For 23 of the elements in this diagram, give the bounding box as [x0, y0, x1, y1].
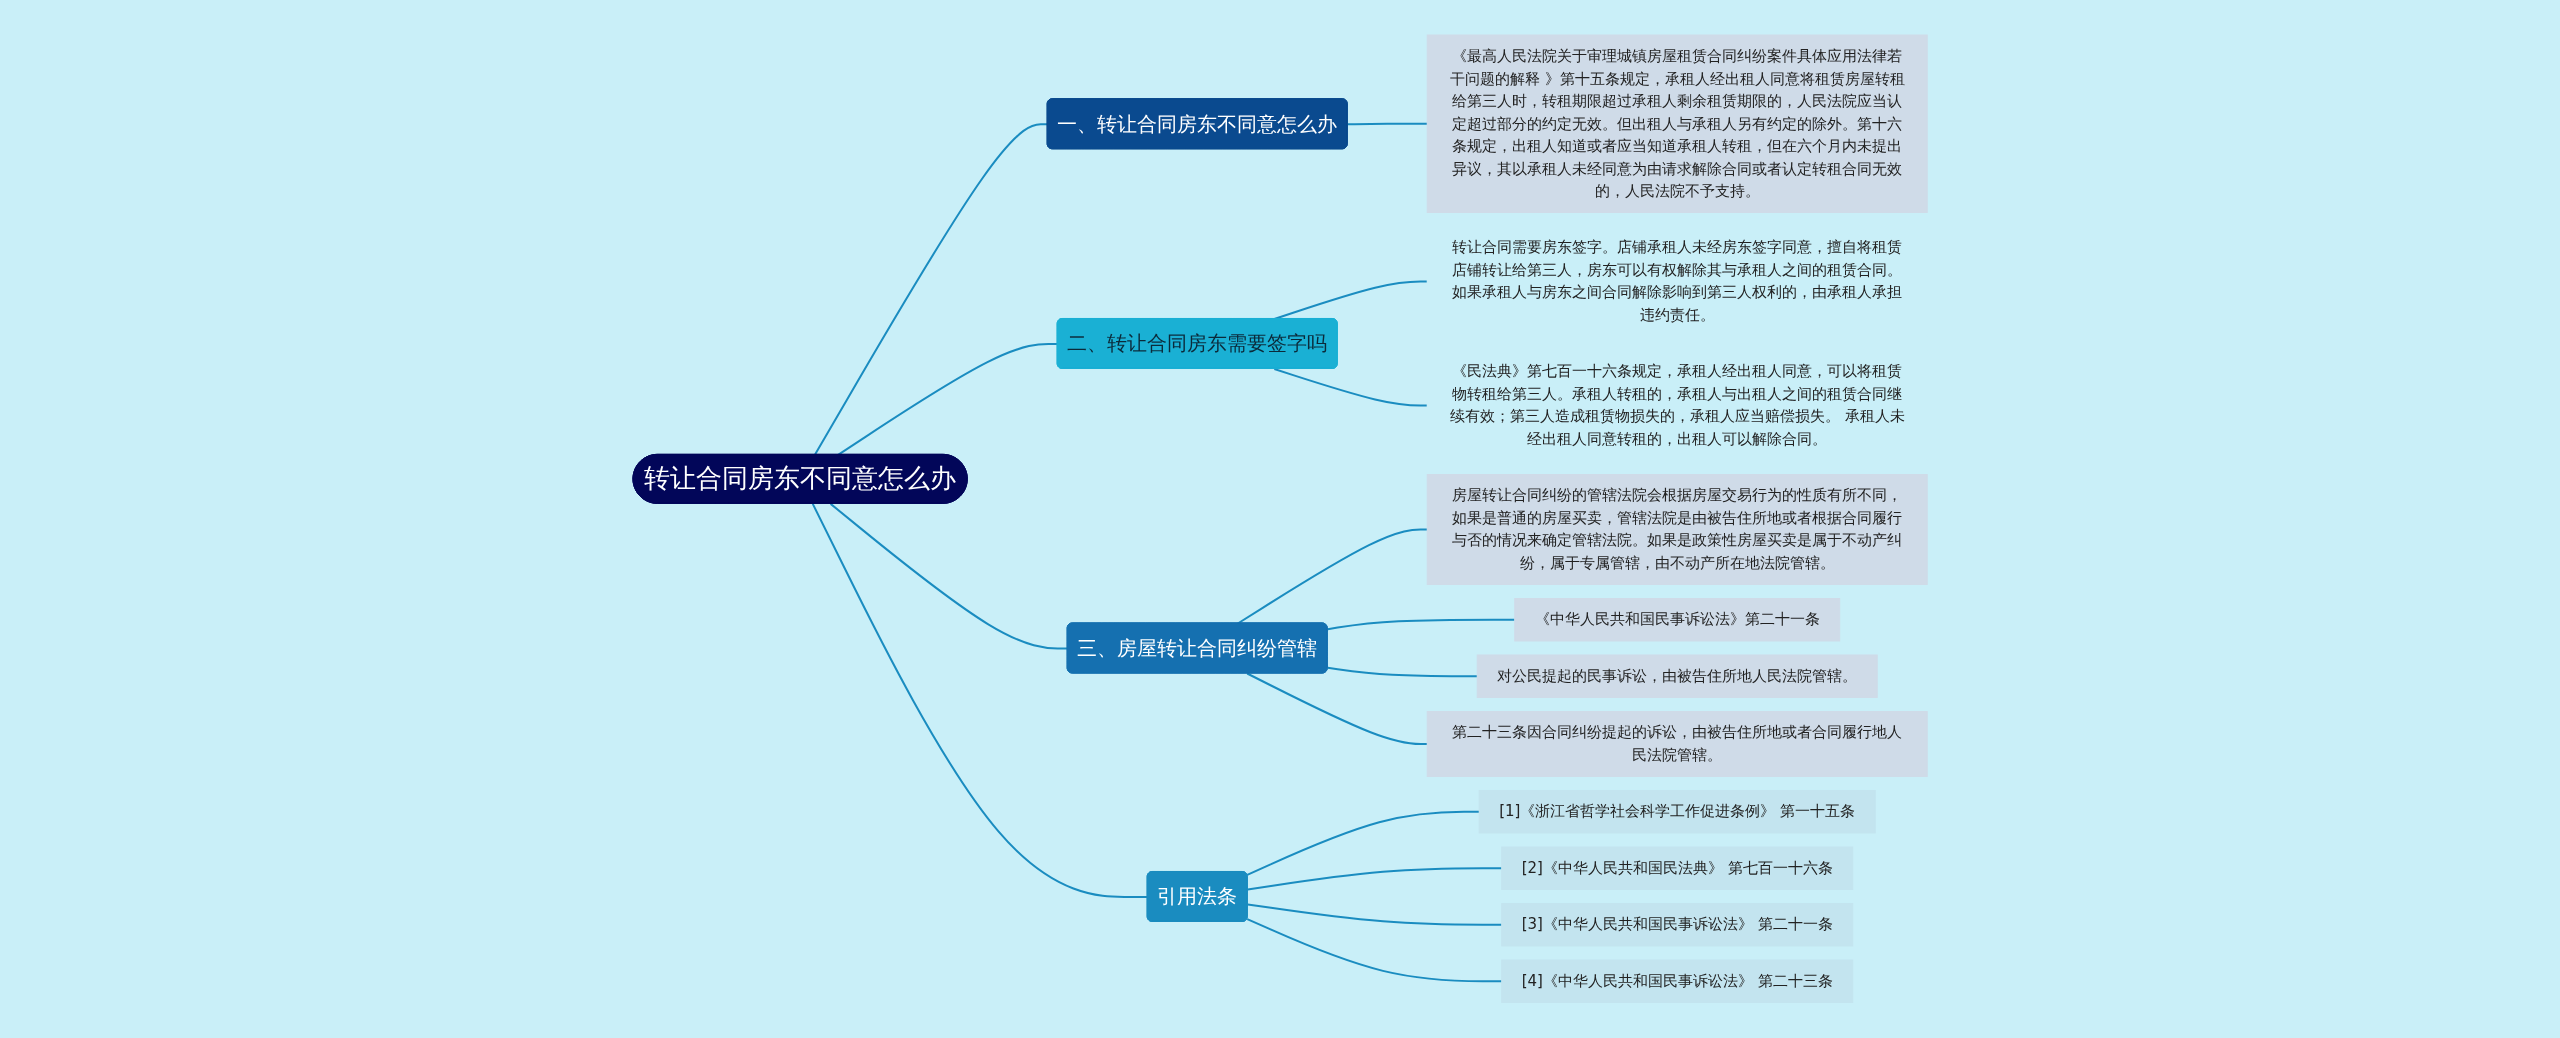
connector — [811, 503, 1149, 899]
connector — [1246, 918, 1503, 983]
node-box: 第二十三条因合同纠纷提起的诉讼，由被告住所地或者合同履行地人民法院管辖。 — [1426, 711, 1928, 778]
node-box: 《最高人民法院关于审理城镇房屋租赁合同纠纷案件具体应用法律若干问题的解释 》第十五条规定，承租人经出租人同意将租赁房屋转租给第三人时，转租期限超过承租人剩余租赁期限的，人民法院应当认定超过部分的约定无效。但出租人与承租人另有约定的除外。第十六条规定，出租人知道或者应当知道承租人转租，但在六个月内未提出异议，其以承租人未经同意为由请求解除合同或者认定转租合同无效的，人民法院不予支持。 — [1426, 34, 1928, 214]
node-box: [2]《中华人民共和国民法典》 第七百一十六条 — [1501, 846, 1854, 891]
node-box: 对公民提起的民事诉讼，由被告住所地人民法院管辖。 — [1476, 654, 1878, 699]
connector — [1246, 903, 1503, 926]
connector — [1326, 619, 1516, 631]
node-text: 转让合同需要房东签字。店铺承租人未经房东签字同意，擅自将租赁店铺转让给第三人，房东可以有权解除其与承租人之间的租赁合同。如果承租人与房东之间合同解除影响到第三人权利的，由承租人承担违约责任。 — [1452, 238, 1903, 325]
connector — [829, 503, 1069, 650]
node-box: [4]《中华人民共和国民事诉讼法》 第二十三条 — [1501, 959, 1854, 1004]
connector — [1246, 811, 1481, 877]
connector — [1326, 667, 1479, 678]
connector — [1246, 672, 1429, 746]
node-box: [1]《浙江省哲学社会科学工作促进条例》 第一十五条 — [1478, 790, 1876, 834]
connector — [1236, 528, 1429, 625]
node-text: 《民法典》第七百一十六条规定，承租人经出租人同意，可以将租赁物转租给第三人。承租人转租的，承租人与出租人之间的租赁合同继续有效；第三人造成租赁物损失的，承租人应当赔偿损失。 承租人未经出租人同意转租的，出租人可以解除合同。 — [1449, 362, 1905, 449]
connector — [1273, 368, 1429, 407]
connector — [1346, 123, 1429, 126]
node-box: 房屋转让合同纠纷的管辖法院会根据房屋交易行为的性质有所不同，如果是普通的房屋买卖，管辖法院是由被告住所地或者根据合同履行与否的情况来确定管辖法院。如果是政策性房屋买卖是属于不动产纠纷，属于专属管辖，由不动产所在地法院管辖。 — [1426, 474, 1928, 586]
node-box: [3]《中华人民共和国民事诉讼法》 第二十一条 — [1501, 903, 1854, 947]
node-box: 《中华人民共和国民事诉讼法》第二十一条 — [1514, 598, 1841, 642]
connector — [1246, 867, 1503, 891]
